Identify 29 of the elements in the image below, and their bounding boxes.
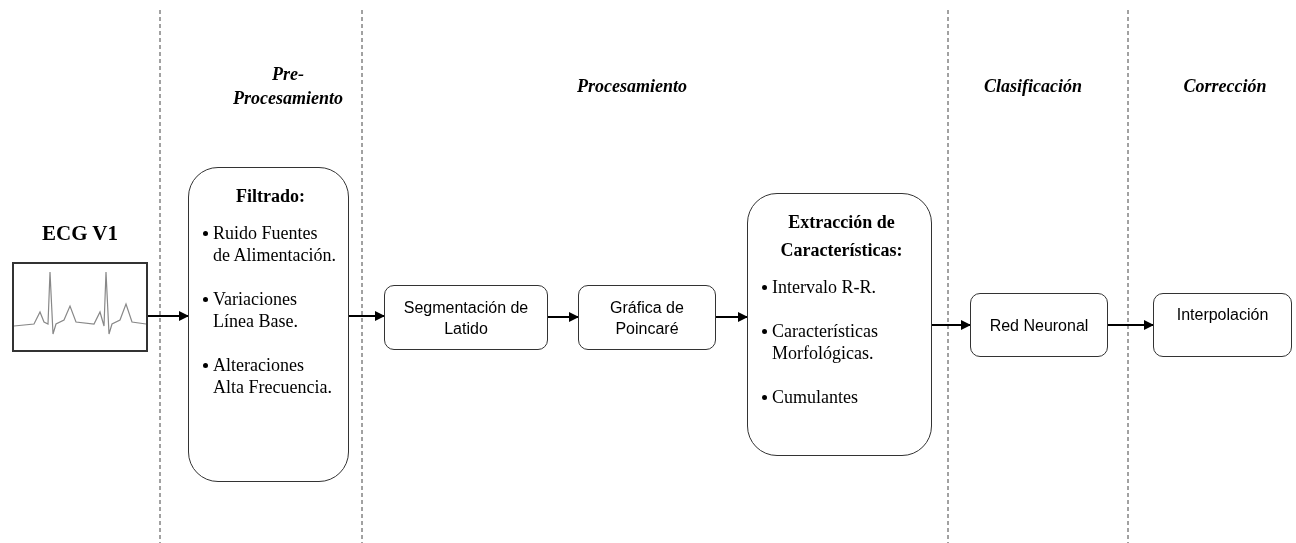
- stage-heading: Corrección: [1182, 75, 1268, 98]
- process-box: [188, 167, 349, 482]
- arrow: [547, 312, 579, 322]
- box-label: Gráfica de Poincaré: [609, 297, 685, 339]
- bullet-item: Intervalo R-R.: [762, 276, 921, 298]
- input-title: ECG V1: [41, 220, 118, 246]
- box-label: Interpolación: [1176, 305, 1269, 325]
- process-box: [578, 285, 716, 350]
- box-label: Red Neuronal: [989, 315, 1089, 336]
- stage-heading: Clasificación: [983, 75, 1083, 98]
- arrow: [147, 311, 189, 321]
- bullet-item: Variaciones Línea Base.: [203, 288, 338, 332]
- process-box: [384, 285, 548, 350]
- stage-heading: Procesamiento: [576, 75, 688, 98]
- process-box: [1153, 293, 1292, 357]
- box-heading: Filtrado:: [235, 185, 306, 208]
- stage-heading: Pre- Procesamiento: [232, 63, 344, 110]
- arrow: [1107, 320, 1154, 330]
- bullet-item: Características Morfológicas.: [762, 320, 921, 364]
- bullet-item: Cumulantes: [762, 386, 921, 408]
- bullet-item: Alteraciones Alta Frecuencia.: [203, 354, 338, 398]
- process-box: [747, 193, 932, 456]
- process-box: [970, 293, 1108, 357]
- bullet-item: Ruido Fuentes de Alimentación.: [203, 222, 338, 266]
- box-label: Segmentación de Latido: [402, 297, 530, 339]
- arrow: [715, 312, 748, 322]
- box-heading: Extracción de Características:: [779, 211, 904, 262]
- arrow: [931, 320, 971, 330]
- arrow: [348, 311, 385, 321]
